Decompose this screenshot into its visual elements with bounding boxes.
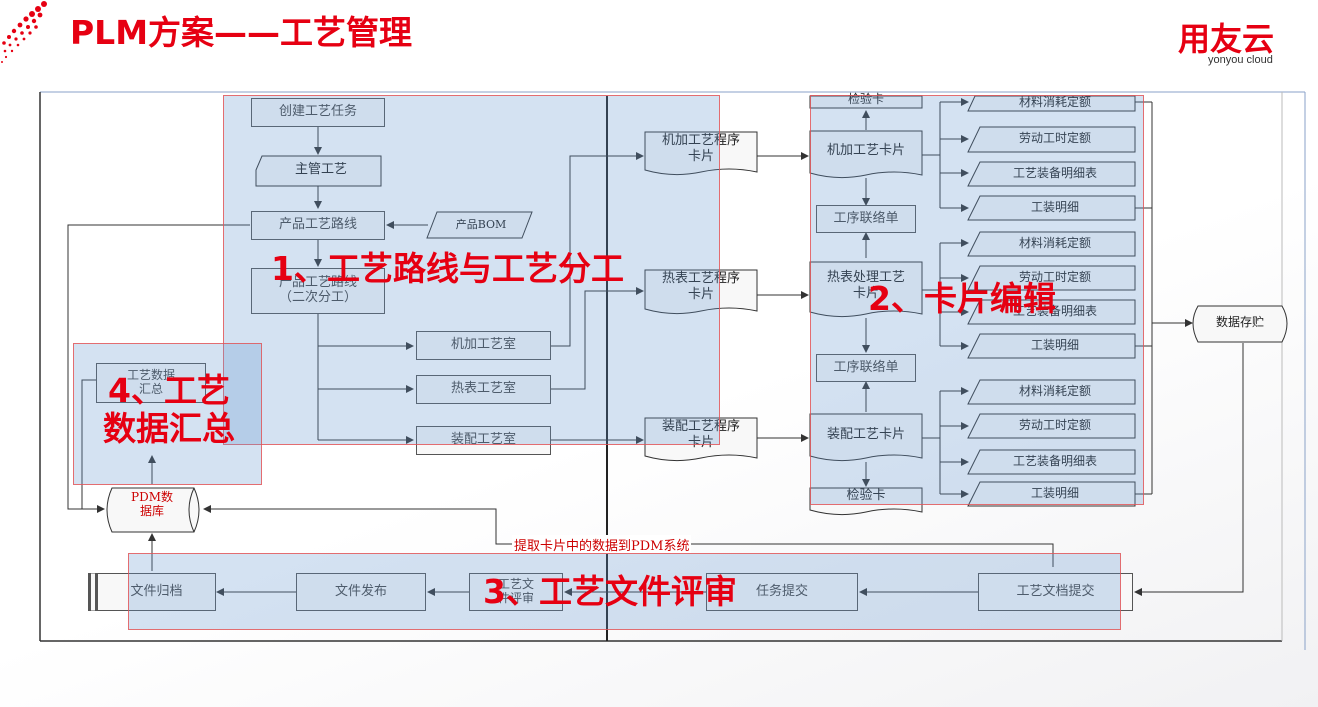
product-bom-node: 产品BOM	[455, 218, 507, 231]
data-summary-line1: 工艺数据	[126, 368, 175, 383]
section-label-process-route: 1、工艺路线与工艺分工	[271, 249, 624, 288]
section-label-data-summary: 4、工艺 数据汇总	[86, 372, 252, 448]
data-summary-line2: 汇总	[138, 382, 163, 396]
section-label-card-editing: 2、卡片编辑	[868, 279, 1056, 318]
assembly-program-card: 装配工艺程序 卡片	[645, 419, 757, 450]
heat-room-box: 热表工艺室	[416, 375, 551, 404]
heat-treatment-card-line2: 卡片	[852, 285, 879, 301]
product-route-secondary-line1: 产品工艺路线	[278, 275, 357, 291]
machining-room-box: 机加工艺室	[416, 331, 551, 360]
pdm-database-line1: PDM数	[131, 490, 173, 504]
machining-program-card-line1: 机加工艺程序	[661, 133, 740, 148]
labor-quota-3: 劳动工时定额	[1018, 418, 1091, 432]
page-title: PLM方案——工艺管理	[70, 13, 413, 52]
assembly-process-card: 装配工艺卡片	[826, 427, 905, 442]
tooling-detail-2: 工装明细	[1030, 338, 1079, 352]
machining-program-card-line2: 卡片	[687, 148, 714, 164]
machining-program-card: 机加工艺程序 卡片	[645, 133, 757, 164]
extract-data-note: 提取卡片中的数据到PDM系统	[512, 535, 692, 554]
liaison-sheet-1: 工序联络单	[816, 205, 916, 233]
liaison-sheet-2: 工序联络单	[816, 354, 916, 382]
heat-treatment-card-line1: 热表处理工艺	[826, 270, 905, 285]
section-overlay-data-summary	[73, 343, 262, 485]
section-overlay-doc-review	[128, 553, 1121, 630]
assembly-room-box: 装配工艺室	[416, 426, 551, 455]
chief-process-node: 主管工艺	[294, 162, 347, 177]
data-storage-node: 数据存贮	[1215, 315, 1264, 329]
section-label-data-summary-line2: 数据汇总	[103, 408, 235, 448]
pdm-database-node: PDM数 据库	[106, 490, 198, 519]
brand-logo-subtitle: yonyou cloud	[1208, 54, 1273, 66]
material-quota-3: 材料消耗定额	[1018, 384, 1091, 398]
section-overlay-process-route	[223, 95, 720, 445]
doc-submit-box: 工艺文档提交	[978, 573, 1133, 611]
material-quota-2: 材料消耗定额	[1018, 236, 1091, 250]
equipment-list-1: 工艺装备明细表	[1012, 166, 1097, 180]
heat-program-card-line2: 卡片	[687, 286, 714, 302]
file-release-box: 文件发布	[296, 573, 426, 611]
assembly-program-card-line2: 卡片	[687, 434, 714, 450]
heat-program-card-line1: 热表工艺程序	[661, 271, 740, 286]
doc-review-box: 工艺文 件评审	[469, 573, 563, 611]
brand-logo: 用友云	[1178, 20, 1275, 58]
heat-treatment-card: 热表处理工艺 卡片	[810, 270, 922, 301]
data-summary-box: 工艺数据 汇总	[96, 363, 206, 403]
task-submit-box: 任务提交	[706, 573, 858, 611]
material-quota-1: 材料消耗定额	[1018, 95, 1091, 109]
inspection-card-bottom: 检验卡	[846, 488, 886, 503]
labor-quota-1: 劳动工时定额	[1018, 131, 1091, 145]
decorative-dots-icon	[1, 1, 47, 63]
product-route-secondary-box: 产品工艺路线 （二次分工）	[251, 268, 385, 314]
equipment-list-2: 工艺装备明细表	[1012, 304, 1097, 318]
equipment-list-3: 工艺装备明细表	[1012, 454, 1097, 468]
section-label-data-summary-line1: 4、工艺	[108, 371, 230, 410]
create-task-box: 创建工艺任务	[251, 98, 385, 127]
machining-process-card: 机加工艺卡片	[826, 143, 905, 158]
doc-review-line1: 工艺文	[497, 577, 534, 592]
pdm-database-line2: 据库	[139, 504, 164, 519]
assembly-program-card-line1: 装配工艺程序	[661, 419, 740, 434]
heat-program-card: 热表工艺程序 卡片	[645, 271, 757, 302]
product-route-secondary-line2: （二次分工）	[278, 290, 357, 305]
tooling-detail-1: 工装明细	[1030, 200, 1079, 214]
section-overlay-card-editing	[810, 95, 1144, 505]
file-archive-box: 文件归档	[88, 573, 216, 611]
doc-review-line2: 件评审	[497, 591, 534, 605]
section-label-doc-review: 3、工艺文件评审	[483, 572, 737, 611]
tooling-detail-3: 工装明细	[1030, 486, 1079, 500]
labor-quota-2: 劳动工时定额	[1018, 270, 1091, 284]
product-route-box: 产品工艺路线	[251, 211, 385, 240]
